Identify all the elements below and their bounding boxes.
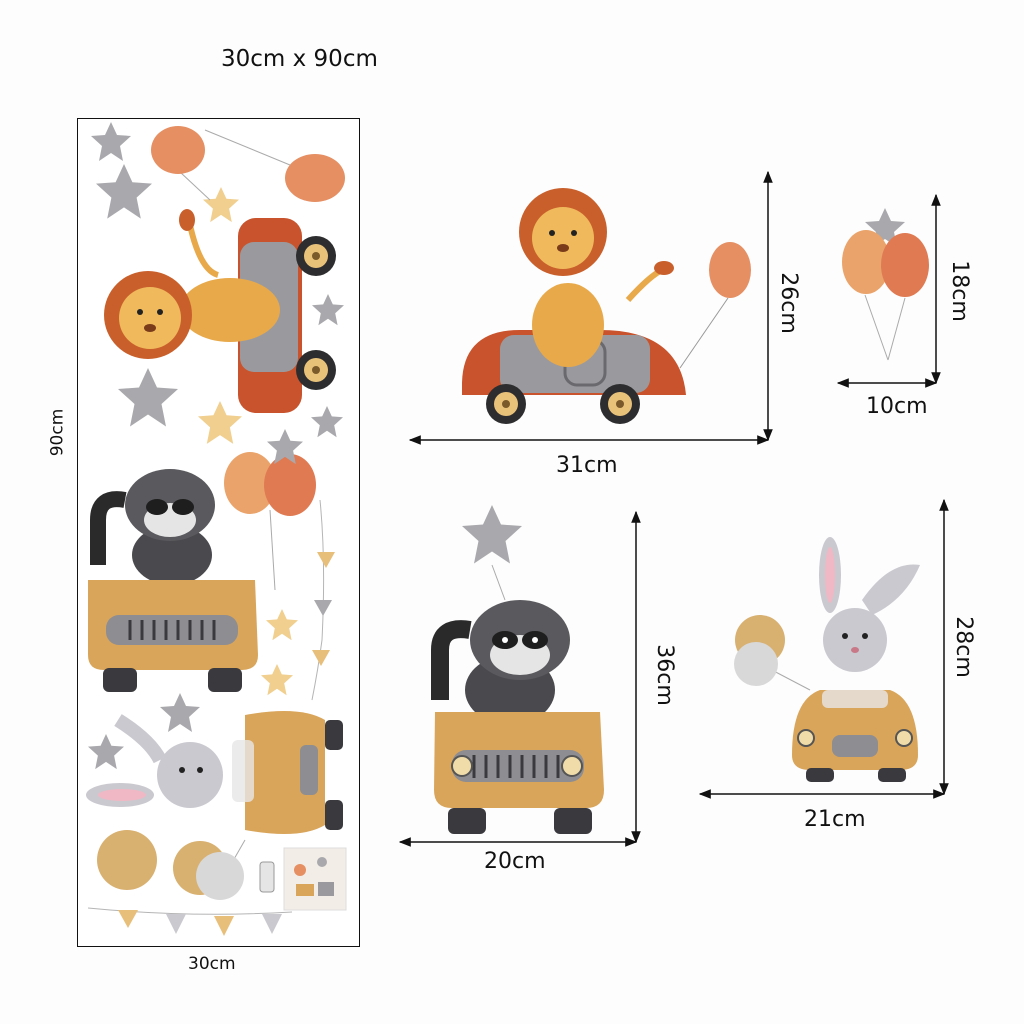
bunny-car-width-label: 21cm [804,807,866,832]
raccoon-jeep-sticker [431,505,604,834]
dimension-arrows [398,170,949,847]
balloons-sticker [842,208,929,361]
balloon [709,242,751,298]
sheet-size-title: 30cm x 90cm [221,46,378,72]
lion-body [532,283,604,367]
bunny-head [823,608,887,672]
raccoon-jeep-width-label: 20cm [484,849,546,874]
bunny-car-sticker [734,537,920,782]
sheet-contents [86,122,347,936]
sheet-lion-body [180,278,280,342]
balloons-width-label: 10cm [866,394,928,419]
lion-car-sticker [462,188,751,424]
lion-face [532,207,594,269]
sheet-width-label: 30cm [188,954,236,974]
lion-car-width-label: 31cm [556,453,618,478]
